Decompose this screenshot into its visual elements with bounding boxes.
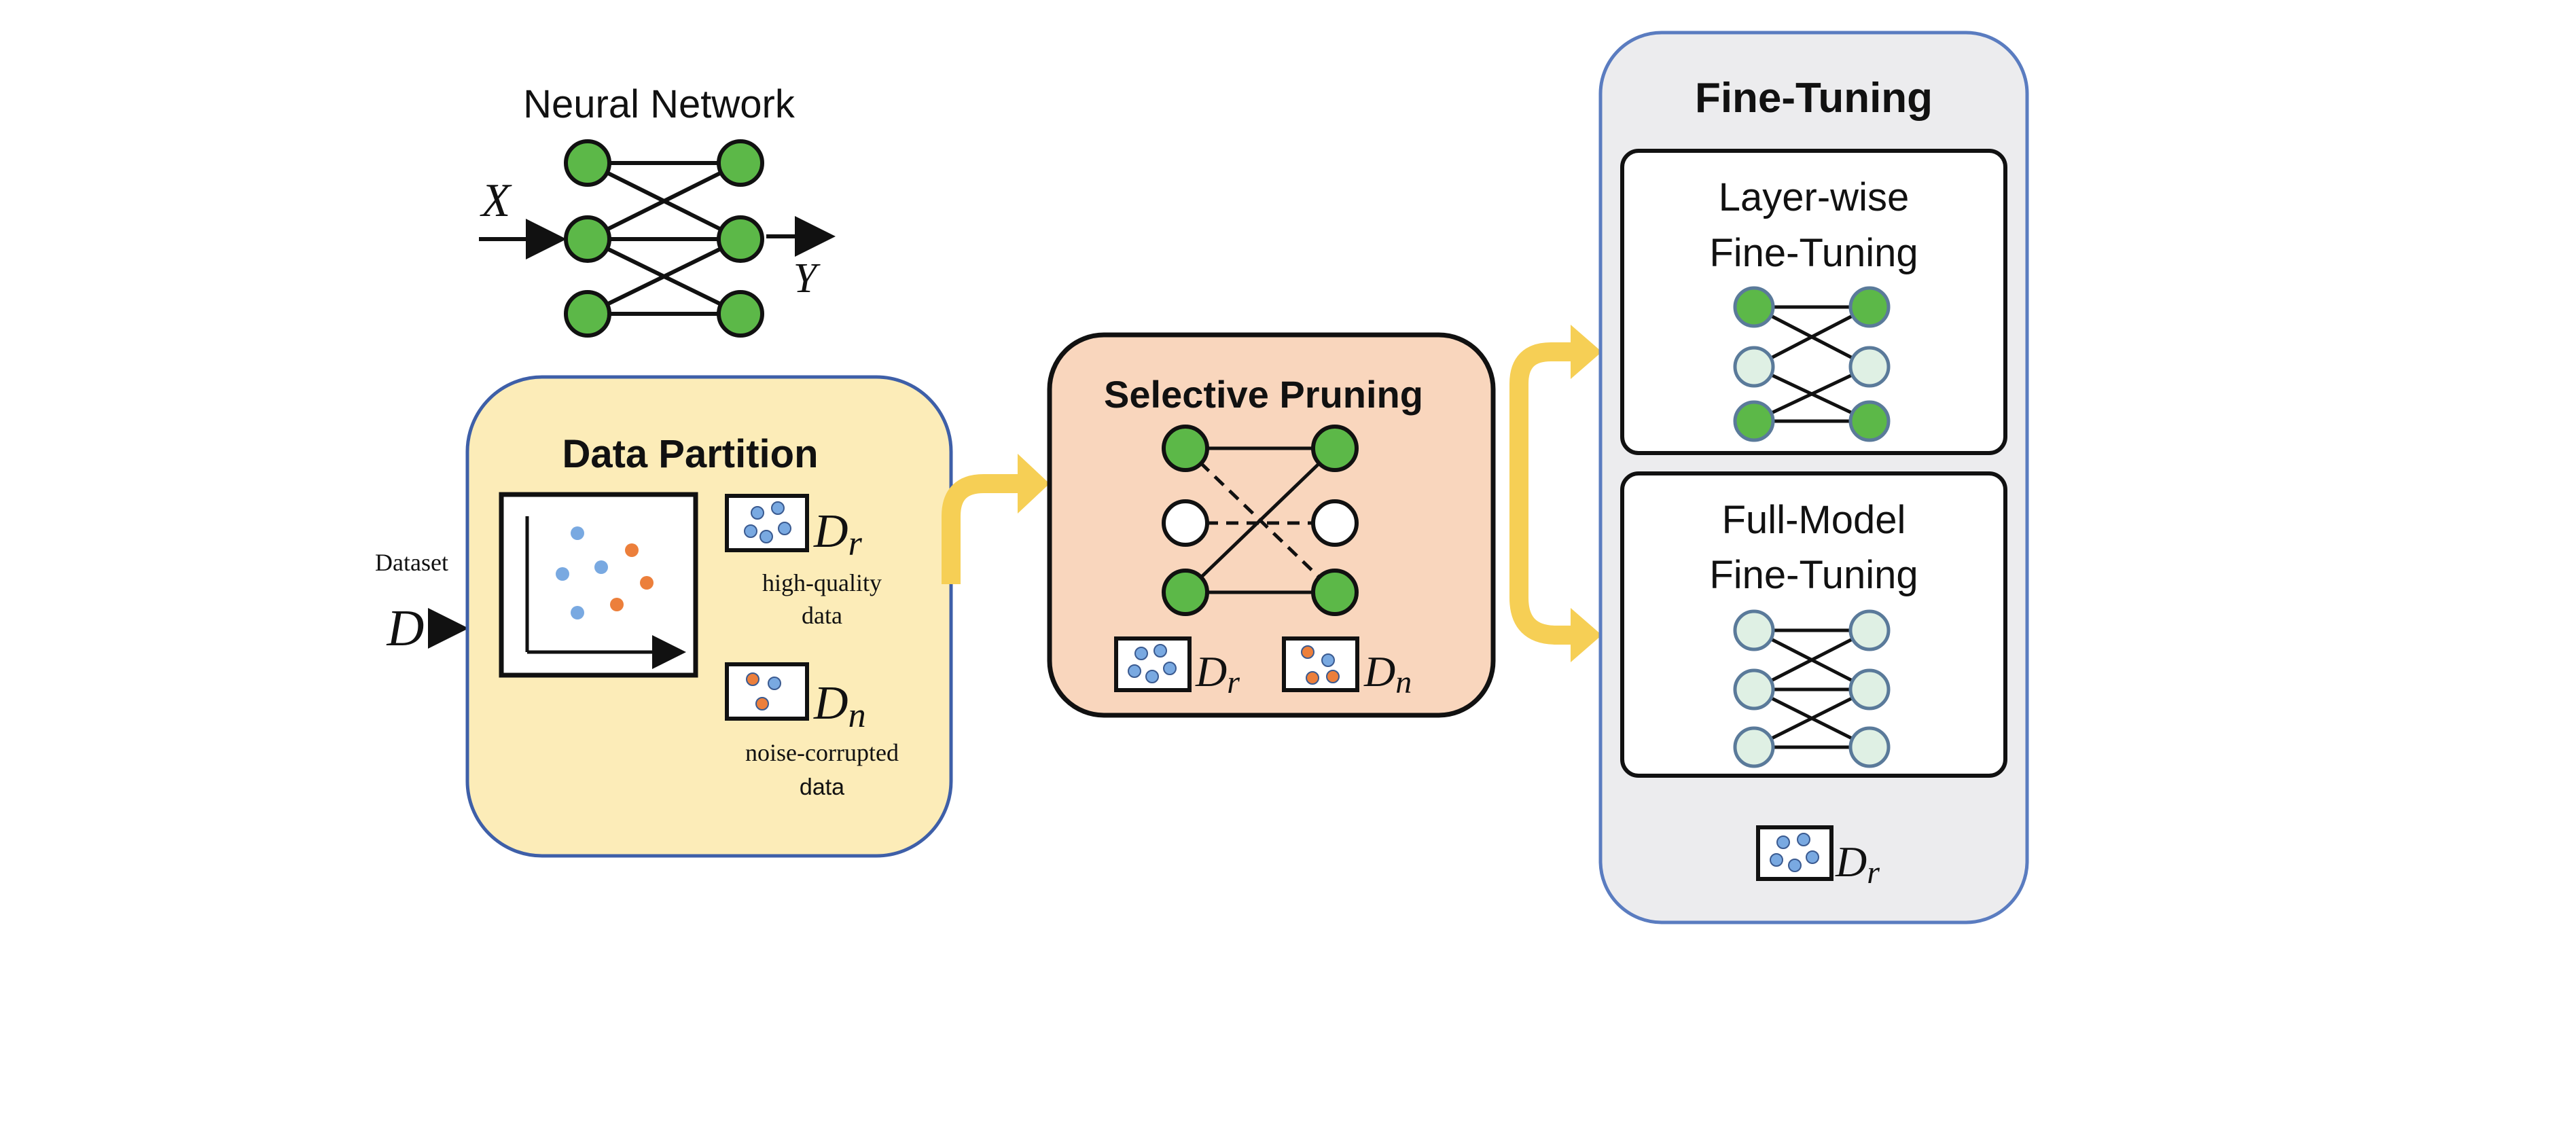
scatter-point-orange — [625, 543, 639, 557]
nn-input-node — [564, 139, 611, 187]
dn-subscript: n — [848, 696, 866, 735]
dn-caption: noise-corrupted — [745, 739, 899, 766]
nn-input-node — [564, 290, 611, 338]
dataset-label: Dataset — [375, 549, 448, 576]
tuned-node — [1733, 609, 1775, 651]
nn-input-label: X — [480, 175, 513, 227]
active-node — [1311, 569, 1359, 616]
svg-text:Dr: Dr — [813, 505, 863, 563]
partition-scatter-plot — [499, 492, 698, 678]
dr-symbol: D — [1835, 838, 1867, 886]
selective-pruning-title: Selective Pruning — [1104, 373, 1423, 416]
dr-caption: high-quality — [762, 569, 882, 596]
active-node — [1311, 425, 1359, 472]
pruning-dr-subset: Dr — [1114, 636, 1240, 700]
dr-subscript: r — [1227, 664, 1240, 700]
full-model-title: Full-Model — [1722, 498, 1906, 542]
svg-text:Dn: Dn — [813, 677, 866, 735]
neural-network-edges — [586, 161, 742, 316]
neural-network-nodes — [564, 139, 764, 338]
arrow-partition-to-pruning — [942, 454, 1050, 584]
fine-tuning-title: Fine-Tuning — [1695, 75, 1933, 122]
scatter-point-blue — [571, 606, 584, 619]
partition-dr-subset: Dr high-quality data — [725, 494, 882, 629]
tuned-node — [1848, 609, 1891, 651]
dr-subscript: r — [1867, 855, 1880, 891]
tuned-node — [1848, 668, 1891, 711]
pruning-dn-subset: Dn — [1282, 636, 1412, 700]
nn-input-node — [564, 215, 611, 263]
nn-output-label: Y — [793, 255, 821, 302]
pruned-network-edges — [1184, 446, 1336, 594]
full-model-title: Fine-Tuning — [1709, 553, 1918, 597]
dataset-input: Dataset D — [375, 549, 469, 657]
nn-output-node — [717, 215, 764, 263]
layer-wise-card: Layer-wise Fine-Tuning — [1620, 149, 2007, 455]
frozen-node — [1848, 346, 1891, 388]
tuned-node — [1733, 400, 1775, 442]
data-partition-box: Data Partition Dr high-quality data — [465, 375, 953, 858]
full-model-card: Full-Model Fine-Tuning — [1620, 471, 2007, 778]
svg-text:Dn: Dn — [1363, 647, 1412, 700]
dr-subscript: r — [848, 524, 863, 563]
frozen-node — [1733, 346, 1775, 388]
scatter-point-blue — [556, 567, 569, 581]
selective-pruning-box: Selective Pruning Dr — [1047, 332, 1496, 718]
pruned-node — [1311, 499, 1359, 547]
dr-symbol: D — [813, 505, 848, 558]
dataset-symbol: D — [387, 600, 425, 657]
partition-dn-subset: Dn noise-corrupted data — [725, 662, 899, 800]
nn-output-node — [717, 290, 764, 338]
tuned-node — [1848, 286, 1891, 328]
tuned-node — [1848, 726, 1891, 768]
pruned-network-nodes — [1162, 425, 1359, 616]
layer-wise-title: Fine-Tuning — [1709, 231, 1918, 275]
tuned-node — [1733, 726, 1775, 768]
dn-caption: data — [800, 774, 844, 800]
dr-caption: data — [802, 602, 842, 629]
neural-network-title: Neural Network — [523, 82, 795, 126]
finetuning-dr-subset: Dr — [1756, 825, 1880, 891]
dn-subscript: n — [1395, 664, 1412, 700]
scatter-point-blue — [571, 526, 584, 540]
nn-output-node — [717, 139, 764, 187]
scatter-point-orange — [610, 598, 624, 611]
dn-symbol: D — [1363, 647, 1395, 696]
dr-symbol: D — [1195, 647, 1227, 696]
scatter-point-blue — [594, 560, 608, 574]
fine-tuning-box: Fine-Tuning Layer-wise Fine-Tuning — [1598, 31, 2029, 924]
svg-text:Dr: Dr — [1835, 838, 1880, 891]
neural-network-section: Neural Network X Y — [479, 82, 836, 338]
tuned-node — [1733, 668, 1775, 711]
svg-text:Dr: Dr — [1195, 647, 1240, 700]
data-partition-title: Data Partition — [562, 432, 818, 476]
tuned-node — [1848, 400, 1891, 442]
active-node — [1162, 425, 1209, 472]
dn-symbol: D — [813, 677, 848, 730]
arrow-pruning-to-finetuning — [1509, 325, 1602, 662]
tuned-node — [1733, 286, 1775, 328]
layer-wise-title: Layer-wise — [1719, 175, 1909, 219]
pruned-node — [1162, 499, 1209, 547]
scatter-point-orange — [640, 576, 654, 590]
active-node — [1162, 569, 1209, 616]
